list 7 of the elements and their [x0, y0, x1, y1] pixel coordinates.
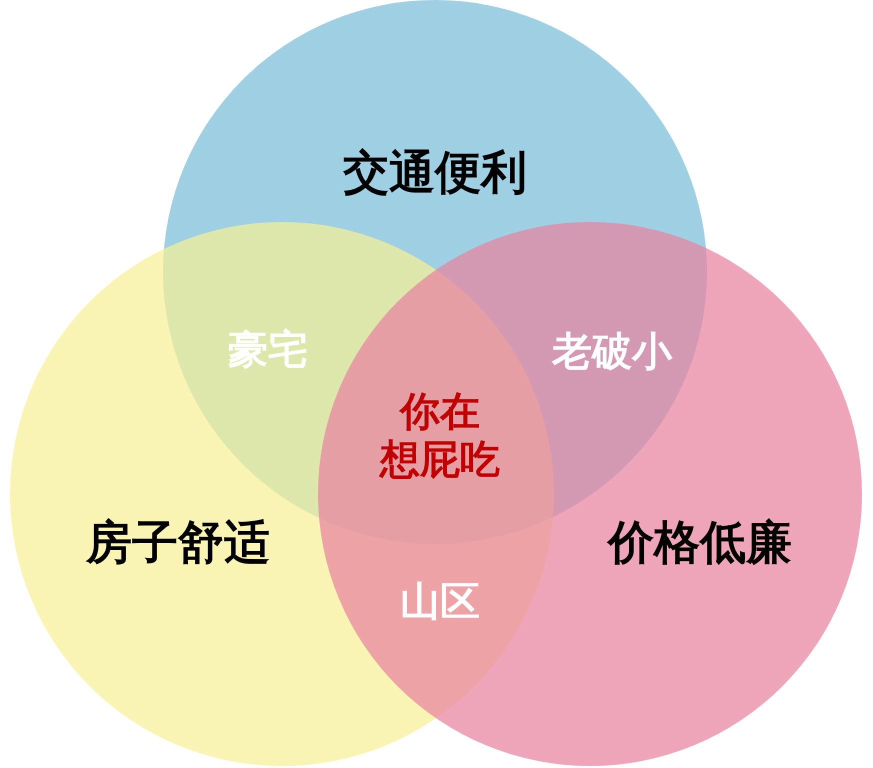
- region-label: 山区: [400, 578, 480, 626]
- circle-title: 交通便利: [343, 144, 527, 201]
- region-label: 豪宅: [228, 326, 308, 374]
- region-label: 老破小: [552, 328, 672, 376]
- circle-title: 价格低廉: [608, 514, 792, 571]
- circle-title: 房子舒适: [86, 514, 270, 571]
- center-label: 你在想屁吃: [380, 388, 500, 484]
